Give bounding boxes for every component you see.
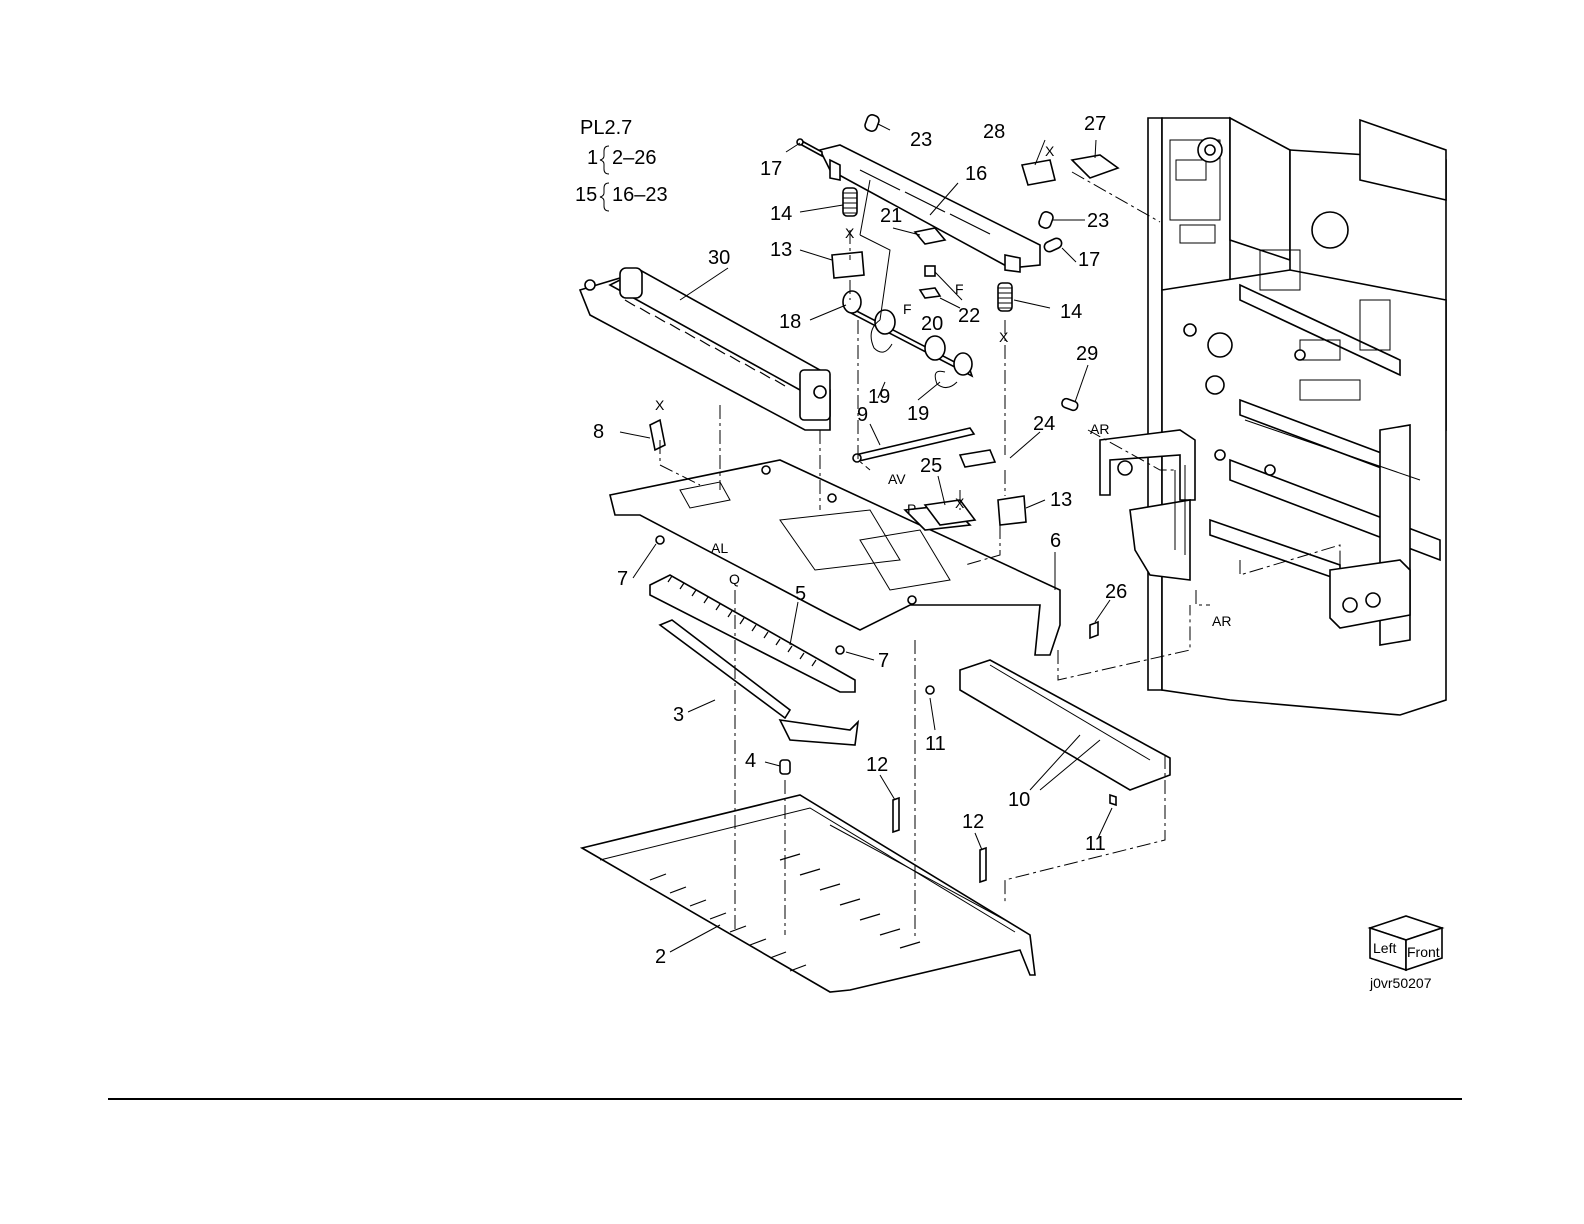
callout-9: 9 [857, 404, 868, 426]
callout-16: 16 [965, 163, 987, 185]
plate-header: PL2.7 1 2–26 15 16–23 [575, 117, 668, 211]
callout-20: 20 [921, 313, 943, 335]
callout-13: 13 [770, 239, 792, 261]
callout-25: 25 [920, 455, 942, 477]
ref-al: AL [711, 540, 728, 556]
callout-2: 2 [655, 946, 666, 968]
callout-19b: 19 [907, 403, 929, 425]
callout-6: 6 [1050, 530, 1061, 552]
callout-5: 5 [795, 583, 806, 605]
orientation-cube-icon: Left Front [1370, 916, 1442, 970]
callout-7b: 7 [878, 650, 889, 672]
callout-19: 19 [868, 386, 890, 408]
callout-4: 4 [745, 750, 756, 772]
callout-27: 27 [1084, 113, 1106, 135]
callout-11: 11 [925, 733, 946, 755]
ref-x-4: X [655, 397, 665, 413]
callout-17b: 17 [1078, 249, 1100, 271]
group-1-parent: 1 [587, 147, 598, 169]
ref-x-2: X [1045, 143, 1055, 159]
callout-12: 12 [866, 754, 888, 776]
callout-30: 30 [708, 247, 730, 269]
figure-id: j0vr50207 [1369, 975, 1432, 991]
callout-26: 26 [1105, 581, 1127, 603]
callout-22: 22 [958, 305, 980, 327]
ref-x-3: X [999, 329, 1009, 345]
ref-f-2: F [903, 301, 912, 317]
callout-14b: 14 [1060, 301, 1082, 323]
footer-rule [108, 1098, 1462, 1100]
group-2-parent: 15 [575, 184, 597, 206]
part-30-assembly [580, 268, 830, 430]
part-6-plate [610, 450, 1098, 655]
group-1-brace [600, 146, 609, 174]
callout-14: 14 [770, 203, 792, 225]
callout-12b: 12 [962, 811, 984, 833]
group-2-range: 16–23 [612, 184, 668, 206]
parts-27-28-29 [1022, 155, 1118, 411]
group-2-brace [600, 183, 609, 211]
ref-p: P [907, 501, 916, 517]
machine-frame [1100, 118, 1446, 715]
callout-23b: 23 [1087, 210, 1109, 232]
group-1-range: 2–26 [612, 147, 657, 169]
callout-23: 23 [910, 129, 932, 151]
callout-17: 17 [760, 158, 782, 180]
part-9-rod [853, 428, 974, 462]
callout-7: 7 [617, 568, 628, 590]
callout-3: 3 [673, 704, 684, 726]
callout-11b: 11 [1085, 833, 1106, 855]
ref-f-1: F [955, 281, 964, 297]
callout-13b: 13 [1050, 489, 1072, 511]
callout-29: 29 [1076, 343, 1098, 365]
callout-21: 21 [880, 205, 902, 227]
ref-ar-1: AR [1090, 421, 1109, 437]
cube-front-label: Front [1407, 944, 1440, 960]
ref-x-5: X [955, 495, 965, 511]
ref-q: Q [729, 571, 740, 587]
callout-18: 18 [779, 311, 801, 333]
callout-28: 28 [983, 121, 1005, 143]
ref-ar-2: AR [1212, 613, 1231, 629]
ref-av: AV [888, 471, 906, 487]
plate-number: PL2.7 [580, 117, 632, 139]
callout-24: 24 [1033, 413, 1055, 435]
callout-10: 10 [1008, 789, 1030, 811]
ref-x-1: X [845, 225, 855, 241]
cube-left-label: Left [1373, 940, 1396, 956]
part-4-spring [780, 760, 790, 774]
callout-8: 8 [593, 421, 604, 443]
